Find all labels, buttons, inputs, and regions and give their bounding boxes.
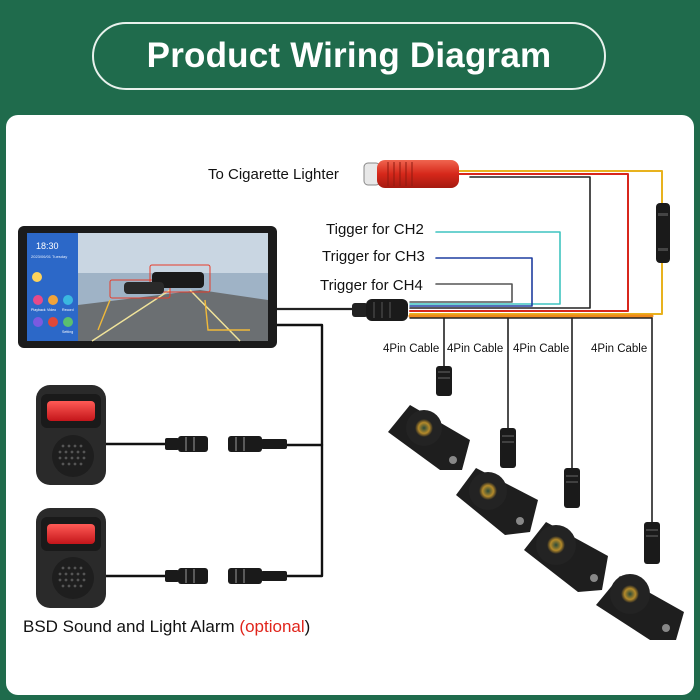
wire-fuse-lead — [409, 261, 663, 315]
wire-power-black — [409, 176, 591, 309]
wire-harness — [102, 170, 663, 578]
camera-4-icon — [596, 522, 684, 640]
monitor-time: 18:30 — [36, 241, 59, 251]
label-trigger-ch3: Trigger for CH3 — [322, 248, 425, 265]
alarm-caption-text: BSD Sound and Light Alarm — [23, 617, 235, 636]
monitor-date: 2023/06/01 Tuesday — [31, 254, 67, 259]
page-title: Product Wiring Diagram — [92, 22, 606, 90]
monitor-app-playback: Playback — [31, 308, 46, 312]
label-cable-4: 4Pin Cable — [591, 343, 648, 355]
label-trigger-ch4: Trigger for CH4 — [320, 277, 423, 294]
wire-trigger-ch2 — [409, 231, 561, 305]
camera-2-icon — [456, 428, 538, 535]
alarm-optional-label: optional — [245, 617, 305, 636]
label-cable-2: 4Pin Cable — [447, 343, 504, 355]
monitor-app-record: Record — [62, 308, 74, 312]
alarm-optional-close: ) — [304, 617, 311, 636]
label-cable-1: 4Pin Cable — [383, 343, 440, 355]
harness-connector-icon — [352, 299, 408, 321]
camera-3-icon — [524, 468, 608, 592]
label-trigger-ch2: Tigger for CH2 — [326, 221, 424, 238]
camera-1-icon — [388, 366, 470, 470]
wire-power-red — [409, 173, 629, 312]
fuse-holder-icon — [656, 203, 670, 263]
cigarette-plug-icon — [363, 160, 459, 188]
alarm-caption: BSD Sound and Light Alarm (optional) — [23, 617, 310, 637]
wire-trigger-ch4 — [409, 283, 513, 303]
wire-trigger-ch3 — [409, 257, 533, 307]
alarm-connector-2-icon — [165, 568, 287, 584]
label-cigarette-lighter: To Cigarette Lighter — [208, 166, 339, 183]
wire-power-yellow — [457, 170, 663, 206]
alarm-optional-open: ( — [239, 617, 246, 636]
alarm-device-1-icon — [36, 385, 106, 485]
wire-alarm-bus — [275, 323, 324, 578]
label-cable-3: 4Pin Cable — [513, 343, 570, 355]
monitor-app-setting: Setting — [62, 330, 73, 334]
alarm-connector-1-icon — [165, 436, 287, 452]
alarm-device-2-icon — [36, 508, 106, 608]
monitor-icon: 18:30 2023/06/01 Tuesday Playback Video … — [18, 226, 277, 348]
monitor-app-video: Video — [47, 308, 56, 312]
diagram-panel — [6, 115, 694, 695]
